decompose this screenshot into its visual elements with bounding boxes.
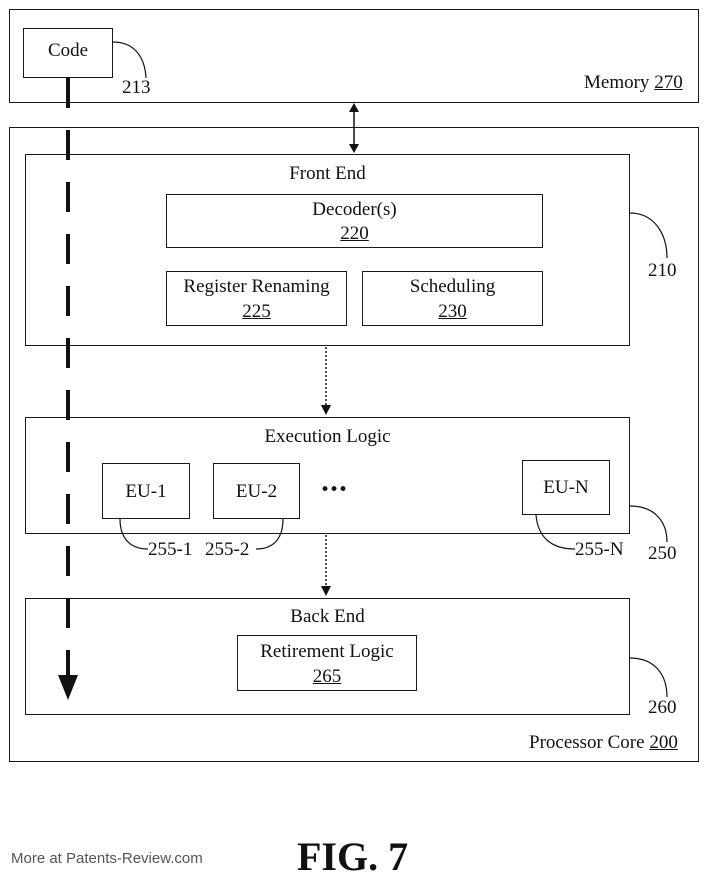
decoder-box (166, 194, 543, 248)
register-renaming-label: Register Renaming (183, 276, 330, 297)
execution-logic-ref: 250 (648, 543, 677, 564)
code-ref: 213 (122, 77, 151, 98)
eu-1-label: EU-1 (125, 481, 167, 502)
memory-label: Memory 270 (584, 72, 683, 94)
back-end-ref: 260 (648, 697, 677, 718)
eu-ellipsis: ••• (320, 480, 348, 500)
watermark: More at Patents-Review.com (11, 850, 203, 867)
eu-2-box (213, 463, 300, 519)
decoder-ref: 220 (340, 223, 369, 244)
memory-name: Memory (584, 72, 650, 93)
eu-n-ref: 255-N (575, 539, 624, 560)
eu-n-box (522, 460, 610, 515)
front-end-label: Front End (289, 163, 366, 184)
scheduling-box (362, 271, 543, 326)
eu-2-label: EU-2 (235, 481, 278, 502)
retirement-logic-ref: 265 (312, 666, 342, 687)
back-end-box (25, 598, 630, 715)
memory-box (9, 9, 699, 103)
execution-logic-box (25, 417, 630, 534)
front-end-ref: 210 (648, 260, 677, 281)
processor-core-label: Processor Core 200 (529, 732, 678, 754)
processor-core-name: Processor Core (529, 732, 645, 753)
register-renaming-ref: 225 (242, 301, 271, 322)
code-label: Code (47, 40, 89, 61)
register-renaming-box (166, 271, 347, 326)
code-box (23, 28, 113, 78)
processor-core-ref: 200 (649, 732, 678, 753)
figure-label: FIG. 7 (297, 834, 409, 879)
decoder-label: Decoder(s) (312, 199, 397, 220)
eu-n-label: EU-N (543, 477, 589, 498)
memory-ref: 270 (654, 72, 683, 93)
back-end-label: Back End (290, 606, 365, 627)
retirement-logic-label: Retirement Logic (260, 641, 394, 662)
eu-1-ref: 255-1 (148, 539, 193, 560)
scheduling-label: Scheduling (409, 276, 496, 297)
execution-logic-label: Execution Logic (264, 426, 391, 447)
front-end-box (25, 154, 630, 346)
eu-1-box (102, 463, 190, 519)
retirement-logic-box (237, 635, 417, 691)
eu-2-ref: 255-2 (205, 539, 250, 560)
scheduling-ref: 230 (438, 301, 467, 322)
